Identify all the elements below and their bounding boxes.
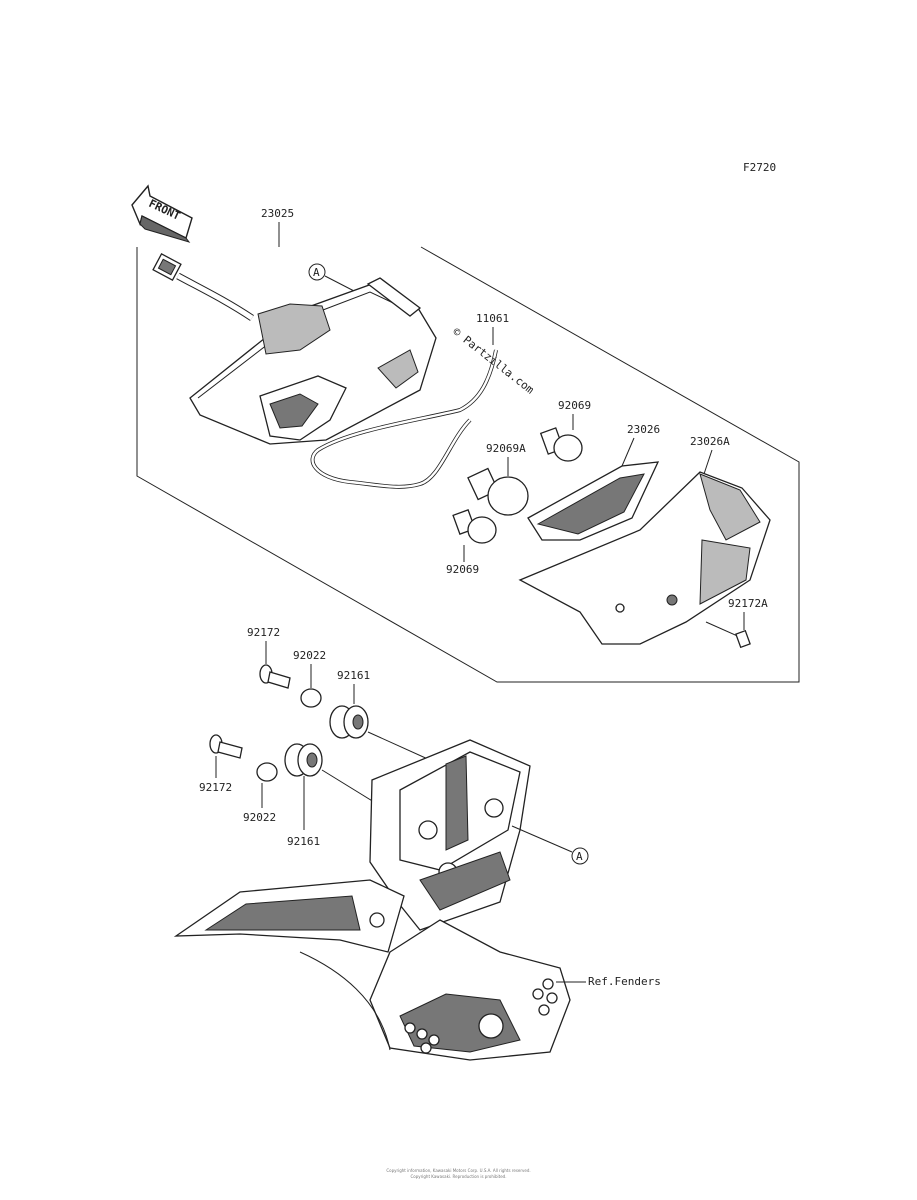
svg-text:A: A xyxy=(576,850,583,863)
label-92161-top: 92161 xyxy=(337,669,370,682)
svg-text:A: A xyxy=(313,266,320,279)
callout-a-lower: A xyxy=(511,825,589,865)
label-23026a: 23026A xyxy=(690,435,730,448)
bulb-92069-top xyxy=(539,427,583,462)
grommet-92161-top xyxy=(329,705,369,739)
washer-92022-bottom xyxy=(256,762,278,782)
bulb-92069a xyxy=(467,467,529,516)
label-92069-top: 92069 xyxy=(558,399,591,412)
lens-23026a xyxy=(518,471,771,645)
bulb-92069-bottom xyxy=(452,509,497,544)
label-92069-bottom: 92069 xyxy=(446,563,479,576)
footer-line-2: Copyright Kawasaki. Reproduction is proh… xyxy=(410,1174,507,1179)
screw-92172-bottom xyxy=(209,734,243,759)
label-23025: 23025 xyxy=(261,207,294,220)
callout-a-upper: A xyxy=(308,263,357,293)
label-11061: 11061 xyxy=(476,312,509,325)
wire-harness xyxy=(310,349,498,489)
label-92172a: 92172A xyxy=(728,597,768,610)
label-23026: 23026 xyxy=(627,423,660,436)
grommet-92161-bottom xyxy=(284,743,323,777)
label-92022-top: 92022 xyxy=(293,649,326,662)
label-92069a: 92069A xyxy=(486,442,526,455)
diagram-code: F2720 xyxy=(743,161,776,174)
label-92172-bottom: 92172 xyxy=(199,781,232,794)
fender-bracket xyxy=(173,739,571,1061)
label-92022-bottom: 92022 xyxy=(243,811,276,824)
washer-92022-top xyxy=(300,688,322,708)
tail-light-assembly xyxy=(152,253,437,445)
lens-23026 xyxy=(527,461,660,541)
assembly-frame xyxy=(136,246,800,683)
screw-92172a xyxy=(705,621,751,649)
footer-line-1: Copyright information, Kawasaki Motors C… xyxy=(386,1168,531,1173)
front-arrow-icon: FRONT xyxy=(131,184,193,243)
label-ref-fenders: Ref.Fenders xyxy=(588,975,661,988)
screw-92172-top xyxy=(259,664,291,689)
label-92172-top: 92172 xyxy=(247,626,280,639)
label-92161-bottom: 92161 xyxy=(287,835,320,848)
